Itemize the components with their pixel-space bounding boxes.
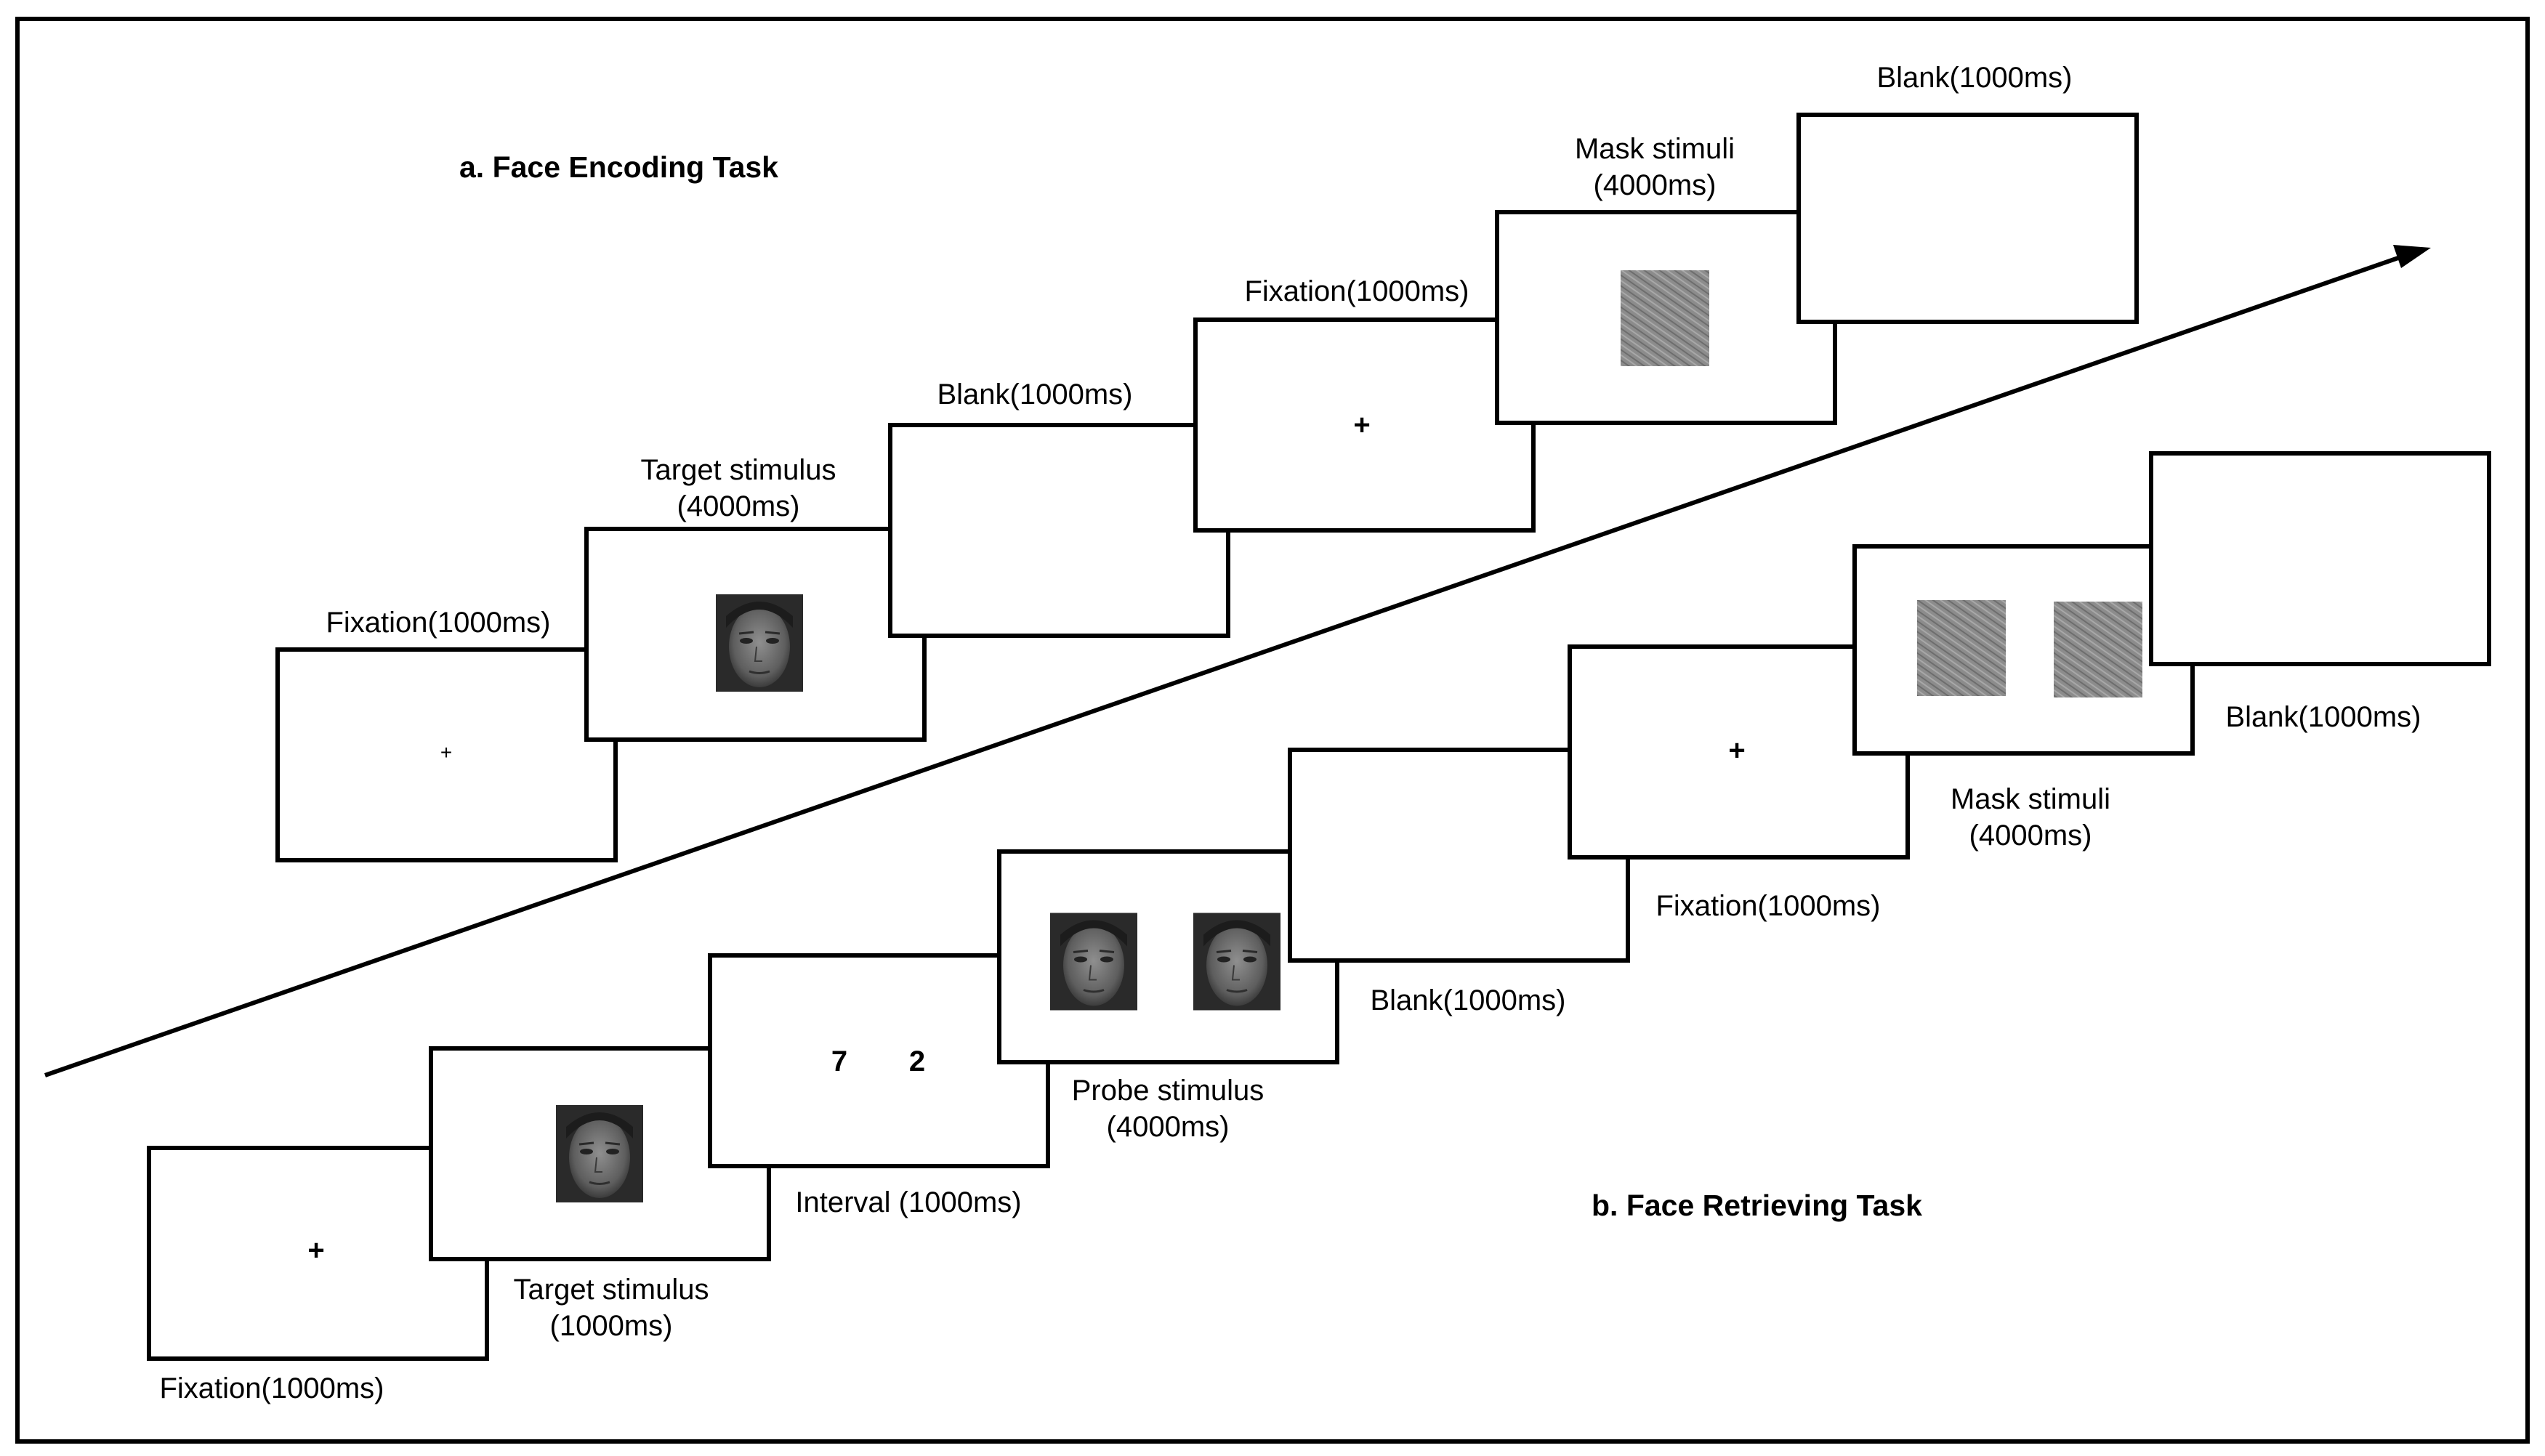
screen-label: (4000ms) <box>677 490 800 522</box>
mask-image <box>1621 270 1709 366</box>
retrieving-screen-blank-1: Blank(1000ms) <box>1288 748 1630 1016</box>
encoding-screen-mask: Mask stimuli (4000ms) <box>1495 133 1837 425</box>
screen-label: Fixation(1000ms) <box>159 1372 384 1404</box>
screen-label: Interval (1000ms) <box>795 1186 1021 1218</box>
screen-label: Target stimulus <box>514 1274 709 1306</box>
encoding-screen-blank-1: Blank(1000ms) <box>888 379 1230 638</box>
screen-label: Blank(1000ms) <box>937 379 1132 410</box>
target-face-image <box>556 1104 643 1203</box>
retrieving-task-title: b. Face Retrieving Task <box>1592 1189 1922 1222</box>
screen-label: Probe stimulus <box>1072 1075 1265 1107</box>
encoding-screen-blank-2: Blank(1000ms) <box>1796 62 2139 324</box>
retrieving-screen-probe: Probe stimulus (4000ms) <box>997 849 1339 1143</box>
screen-label: Blank(1000ms) <box>1876 62 2072 94</box>
retrieving-screen-interval: 7 2 Interval (1000ms) <box>708 953 1050 1218</box>
retrieving-screen-mask: Mask stimuli (4000ms) <box>1852 544 2195 852</box>
screen-label: Mask stimuli <box>1951 783 2110 815</box>
mask-image-right <box>2054 602 2142 697</box>
screen-label: Fixation(1000ms) <box>1244 275 1469 307</box>
screen-label: Blank(1000ms) <box>1370 984 1565 1016</box>
screen-label: Fixation(1000ms) <box>326 607 550 639</box>
outer-border <box>15 17 2530 1444</box>
encoding-screen-target: Target stimulus (4000ms) <box>584 454 927 742</box>
fixation-cross: + <box>307 1234 324 1266</box>
screen-label: Blank(1000ms) <box>2225 701 2421 733</box>
interval-digit: 7 <box>831 1046 847 1077</box>
timeline-arrowhead <box>2393 245 2431 268</box>
screen-label: (1000ms) <box>550 1310 673 1342</box>
target-face-image <box>716 594 803 692</box>
encoding-task-title: a. Face Encoding Task <box>459 150 778 184</box>
mask-image-left <box>1917 600 2006 696</box>
fixation-cross: + <box>1353 409 1370 441</box>
encoding-screen-fixation-1: + Fixation(1000ms) <box>275 607 618 862</box>
retrieving-screen-fixation-2: + Fixation(1000ms) <box>1568 644 1910 922</box>
screen-label: (4000ms) <box>1969 820 2092 852</box>
fixation-cross: + <box>1728 735 1745 767</box>
screen-label: Mask stimuli <box>1575 133 1735 165</box>
interval-digit: 2 <box>909 1046 925 1077</box>
screen-label: (4000ms) <box>1107 1111 1230 1143</box>
encoding-screen-fixation-2: + Fixation(1000ms) <box>1193 275 1536 533</box>
screen-label: Fixation(1000ms) <box>1655 890 1880 922</box>
screen-label: (4000ms) <box>1594 169 1717 201</box>
probe-face-image-right <box>1193 912 1280 1011</box>
timeline-arrow <box>44 256 2399 1077</box>
retrieving-screen-blank-2: Blank(1000ms) <box>2149 451 2491 733</box>
fixation-cross: + <box>440 741 452 764</box>
screen-label: Target stimulus <box>641 454 836 486</box>
probe-face-image-left <box>1050 912 1137 1011</box>
